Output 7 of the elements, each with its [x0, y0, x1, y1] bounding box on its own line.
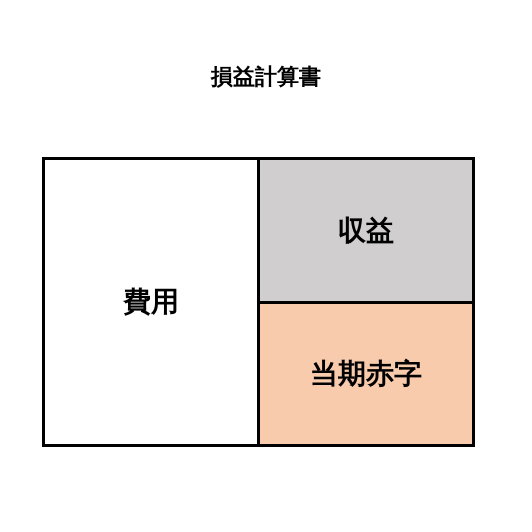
account-box — [257, 301, 475, 447]
account-label: 収益 — [338, 214, 394, 248]
account-label: 当期赤字 — [310, 357, 422, 391]
account-label: 費用 — [123, 285, 179, 319]
diagram-title: 損益計算書 — [210, 63, 322, 91]
account-box — [42, 157, 260, 447]
account-box — [257, 157, 475, 304]
